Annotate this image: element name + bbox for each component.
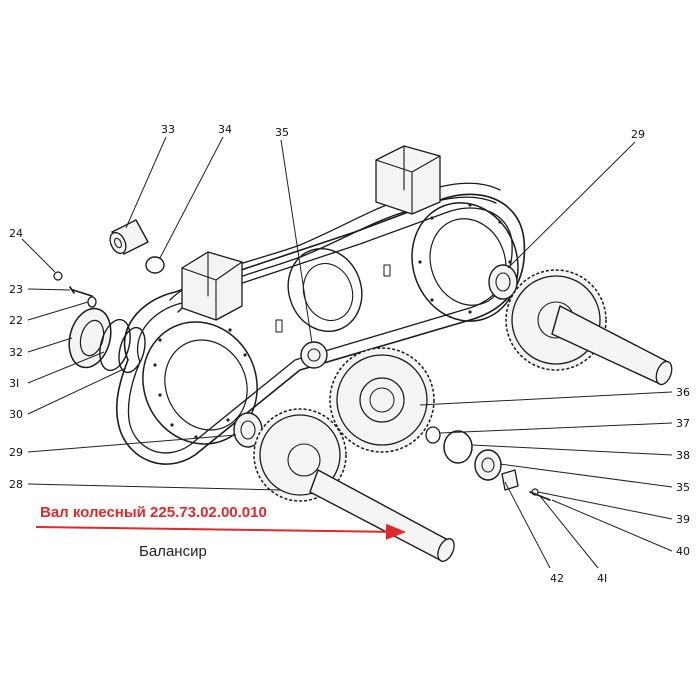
part-bolt-23	[69, 286, 93, 297]
callout-31: 3I	[9, 377, 19, 390]
callout-41: 4I	[597, 572, 607, 585]
callout-35-top: 35	[275, 126, 289, 139]
callout-30: 30	[9, 408, 23, 421]
leader-lines	[21, 136, 673, 569]
part-wheel-shaft	[253, 408, 455, 562]
part-plate-42	[501, 469, 519, 491]
callout-29-top: 29	[631, 128, 645, 141]
assembly-name-caption: Балансир	[139, 543, 207, 560]
callout-34: 34	[218, 123, 232, 136]
callout-37: 37	[676, 417, 690, 430]
callout-32: 32	[9, 346, 23, 359]
callout-24: 24	[9, 227, 23, 240]
part-gasket-31	[99, 318, 131, 372]
part-gear-shaft-upper	[505, 269, 673, 386]
callout-23: 23	[9, 283, 23, 296]
callout-35-right: 35	[676, 481, 690, 494]
part-ring-38	[443, 430, 473, 464]
part-seal-30	[118, 326, 146, 374]
part-gear-36	[329, 347, 435, 453]
part-bearing-35-right	[474, 449, 502, 481]
callout-38: 38	[676, 449, 690, 462]
callout-39: 39	[676, 513, 690, 526]
callout-numbers: 33 34 35 29 24 23 22 32 3I 30 29 28 36 3…	[9, 123, 690, 585]
callout-29-left: 29	[9, 446, 23, 459]
part-plug-33	[109, 219, 149, 255]
callout-33: 33	[161, 123, 175, 136]
part-title-caption: Вал колесный 225.73.02.00.010	[40, 504, 267, 521]
callout-36: 36	[676, 386, 690, 399]
part-washer-22	[87, 296, 97, 308]
part-bolt-24	[53, 271, 63, 281]
part-o-ring-34	[145, 256, 165, 274]
red-pointer-arrow	[35, 523, 406, 540]
balancer-housing	[115, 145, 526, 465]
part-bearing-29-top	[488, 264, 518, 300]
part-circlip-37	[425, 426, 441, 444]
part-bearing-35-top	[300, 341, 328, 369]
callout-28: 28	[9, 478, 23, 491]
callout-22: 22	[9, 314, 23, 327]
callout-42: 42	[550, 572, 564, 585]
callout-40: 40	[676, 545, 690, 558]
